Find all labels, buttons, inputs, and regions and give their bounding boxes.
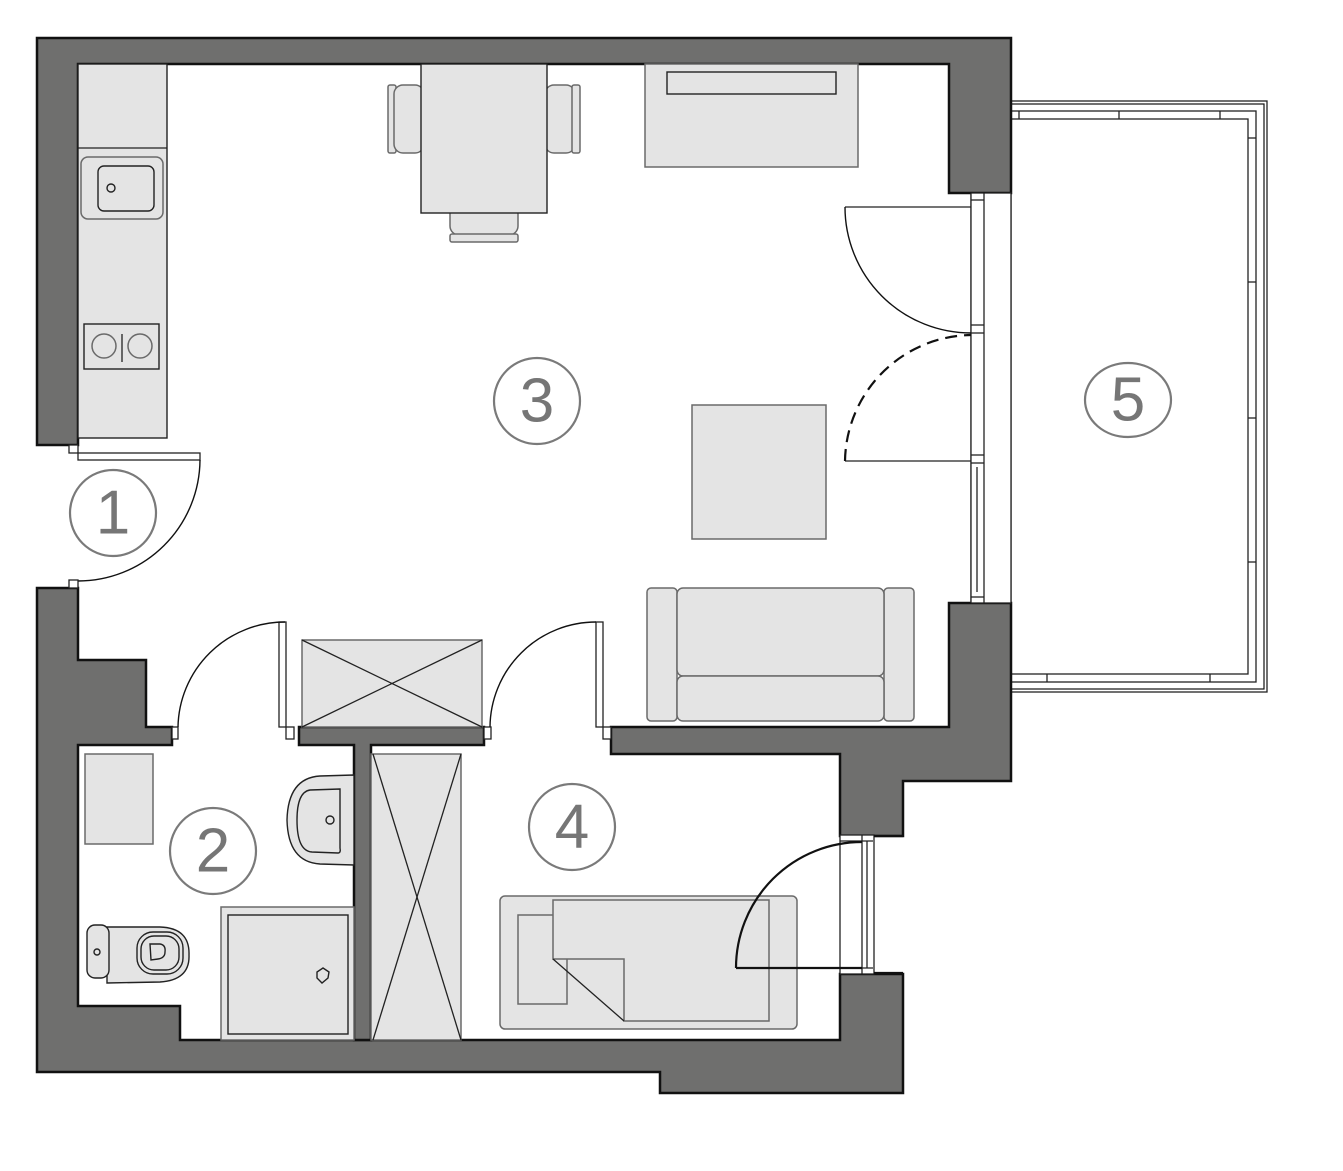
sink-drain-icon <box>106 183 116 193</box>
bathroom-fixtures <box>84 753 355 1041</box>
room-label-2[interactable]: 2 <box>168 806 258 896</box>
entrance-door[interactable] <box>68 444 201 589</box>
bedroom-window-door[interactable] <box>734 834 903 975</box>
tv <box>666 71 837 95</box>
room-label-3[interactable]: 3 <box>492 356 582 446</box>
door-swing-arc <box>844 206 972 334</box>
sofa <box>646 587 915 722</box>
bedroom-door[interactable] <box>483 621 612 740</box>
wall-south-west <box>35 586 905 1095</box>
door-swing-arc <box>734 840 863 969</box>
room-number: 3 <box>520 367 554 436</box>
door-leaf <box>278 621 287 728</box>
coffee-table <box>691 404 827 540</box>
tv-unit <box>644 63 859 168</box>
room-label-1[interactable]: 1 <box>68 468 158 558</box>
room-number: 4 <box>555 793 589 862</box>
dining-chair <box>393 84 425 154</box>
burner-icon <box>91 333 117 359</box>
faucet-icon <box>325 815 335 825</box>
kitchen <box>77 63 168 439</box>
balcony-floor <box>1010 118 1249 675</box>
sofa-armrest <box>646 587 678 722</box>
shower-drain-icon <box>316 967 330 984</box>
kitchen-counter <box>77 63 168 439</box>
room-label-4[interactable]: 4 <box>527 782 617 872</box>
dining-table <box>420 63 548 214</box>
dining-set <box>387 63 581 243</box>
bed <box>499 895 798 1030</box>
door-leaf <box>77 452 201 461</box>
door-swing-arc <box>489 621 597 728</box>
bathroom-door[interactable] <box>171 621 295 740</box>
door-swing-arc-dashed <box>843 333 972 462</box>
balcony <box>1010 100 1268 693</box>
sofa-backrest <box>676 587 885 677</box>
door-leaf <box>595 621 604 728</box>
sofa-seat <box>676 675 885 722</box>
hall-wardrobe <box>301 639 483 728</box>
room-label-5[interactable]: 5 <box>1083 361 1173 439</box>
burner-icon <box>127 333 153 359</box>
wall-north <box>35 36 1013 447</box>
walls <box>35 36 1013 1095</box>
room-number: 1 <box>96 479 130 548</box>
room-number: 5 <box>1111 366 1145 435</box>
window-frame <box>839 834 875 975</box>
bath-cabinet <box>84 753 154 845</box>
door-swing-arc <box>177 621 286 728</box>
door-swing-arc <box>77 459 201 582</box>
balcony-door[interactable] <box>843 192 1012 604</box>
dining-chair <box>544 84 576 154</box>
sofa-armrest <box>883 587 915 722</box>
sink-basin <box>97 165 155 212</box>
room-number: 2 <box>196 817 230 886</box>
bedroom-wardrobe <box>370 753 462 1041</box>
